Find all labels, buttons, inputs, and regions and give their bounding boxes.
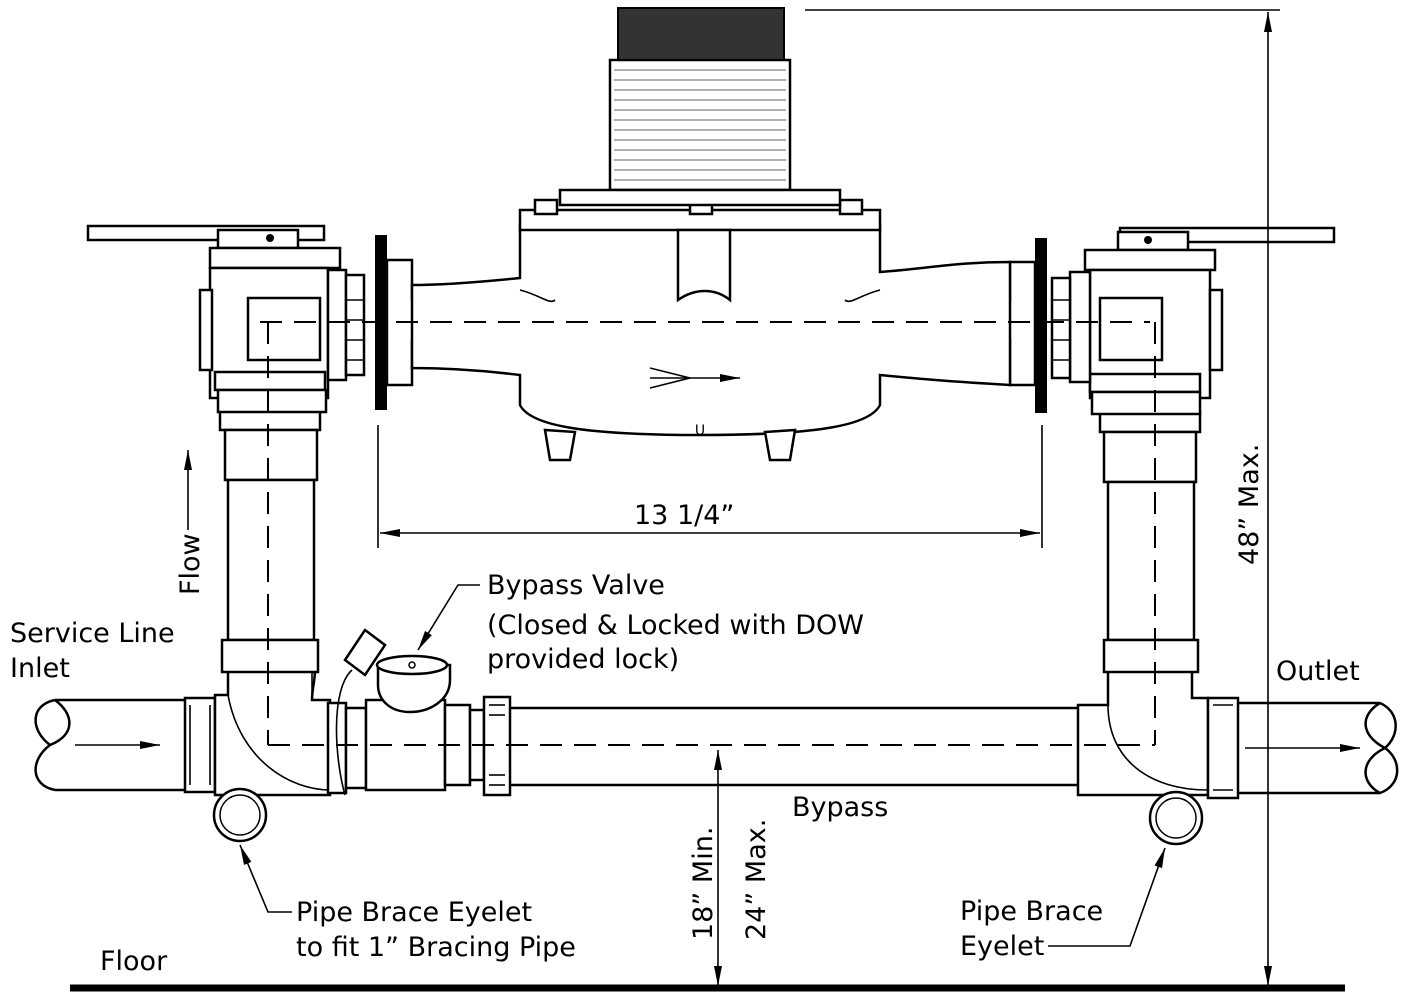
min-18-label: 18” Min. — [688, 827, 719, 940]
water-meter-body: U — [410, 198, 1012, 462]
inlet-pipe — [34, 698, 190, 792]
flow-label: Flow — [175, 533, 206, 595]
inlet-label: Inlet — [10, 653, 70, 684]
bypass-valve — [326, 628, 512, 797]
left-tee-fitting — [183, 668, 332, 797]
right-brace-label-line2: Eyelet — [960, 931, 1044, 962]
bypass-valve-note-line1: (Closed & Locked with DOW — [487, 610, 864, 641]
height-48-label: 48” Max. — [1234, 444, 1265, 565]
right-angle-valve — [1050, 226, 1336, 416]
meter-register-head — [558, 7, 842, 207]
floor-label: Floor — [100, 946, 168, 977]
bypass-valve-note-line2: provided lock) — [487, 644, 679, 675]
left-riser-pipe — [218, 408, 322, 674]
svg-text:U: U — [695, 423, 705, 439]
right-elbow-fitting — [1076, 668, 1240, 800]
right-brace-eyelet — [1148, 790, 1204, 846]
length-dimension-label: 13 1/4” — [634, 500, 734, 531]
bypass-label: Bypass — [792, 792, 888, 823]
right-brace-leader — [1048, 847, 1166, 947]
outlet-pipe — [1235, 701, 1399, 795]
service-line-label: Service Line — [10, 618, 175, 649]
right-riser-pipe — [1098, 410, 1202, 674]
left-brace-label-line1: Pipe Brace Eyelet — [296, 897, 532, 928]
bypass-valve-label: Bypass Valve — [487, 570, 665, 601]
right-brace-label-line1: Pipe Brace — [960, 896, 1103, 927]
bypass-valve-leader — [417, 584, 480, 651]
left-brace-leader — [239, 844, 292, 913]
left-brace-label-line2: to fit 1” Bracing Pipe — [296, 932, 576, 963]
max-24-label: 24” Max. — [741, 819, 772, 940]
left-brace-eyelet — [212, 787, 268, 843]
length-dimension — [377, 425, 1043, 548]
bypass-pipe — [510, 706, 1080, 787]
left-angle-valve — [86, 224, 366, 414]
outlet-label: Outlet — [1276, 656, 1360, 687]
height-48-dimension — [805, 9, 1280, 986]
